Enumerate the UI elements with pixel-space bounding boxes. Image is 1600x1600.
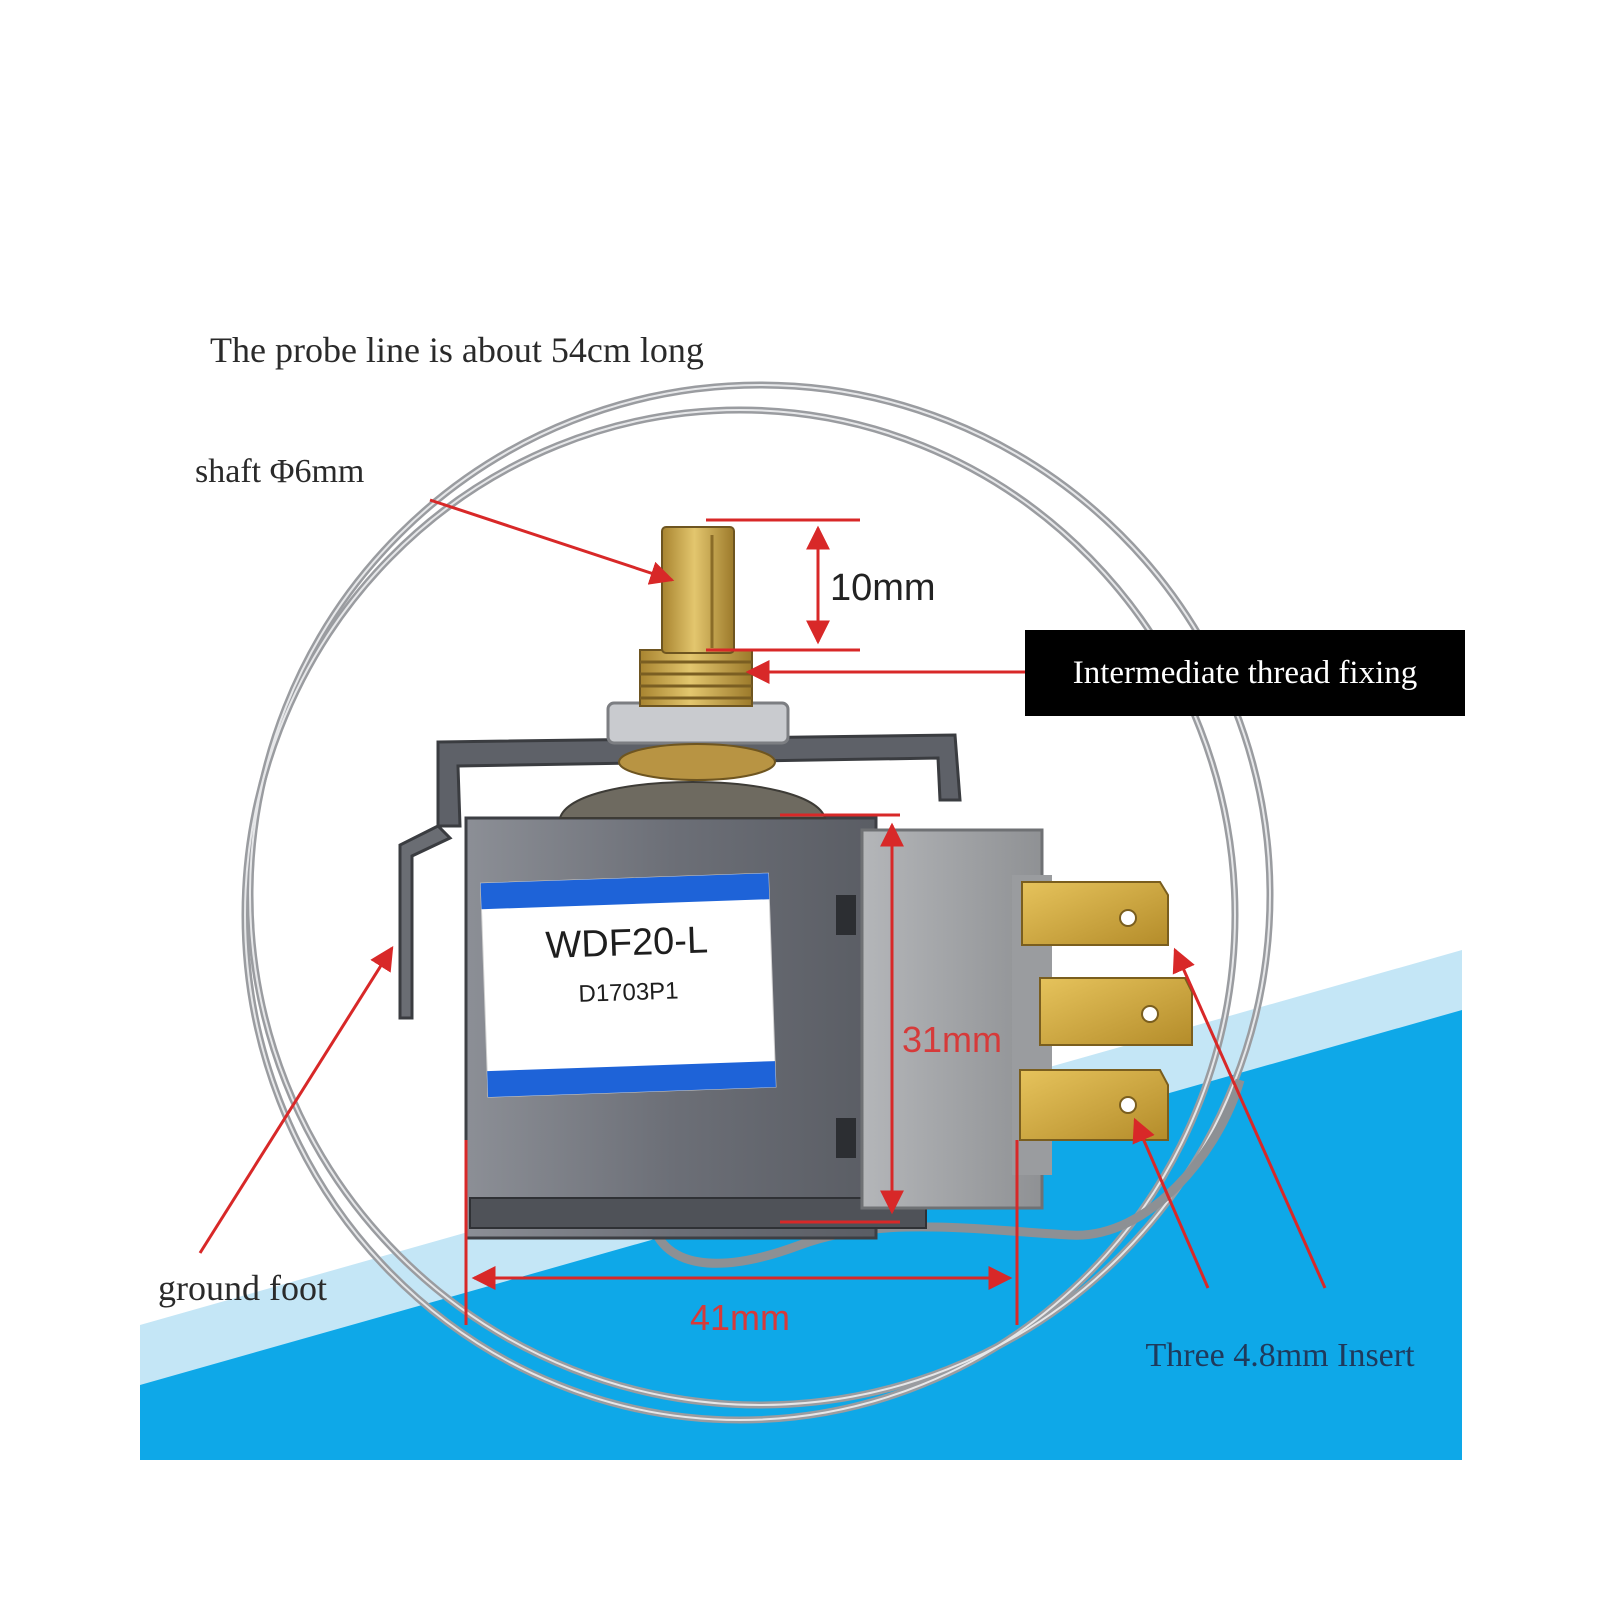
shaft-length-label: 10mm [830,567,936,609]
model-number: WDF20-L [545,919,709,967]
product-code: D1703P1 [578,977,679,1007]
insert-arrow-1 [1172,947,1327,1289]
housing-dome [558,781,827,819]
probe-line-highlight [244,384,1271,1421]
thread-lines [640,660,752,700]
capillary-tail [645,1078,1245,1268]
shaft-arrow [429,498,675,585]
shaft-label: shaft Φ6mm [195,453,364,490]
height-label: 31mm [902,1019,1002,1060]
insert-arrow-2 [1132,1117,1210,1289]
annotation-lines [198,498,1327,1325]
product-label-sticker: WDF20-L D1703P1 [480,872,777,1098]
hex-nut [606,701,790,745]
probe-line-label: The probe line is about 54cm long [210,330,704,370]
spade-terminal-bottom [1019,1069,1169,1141]
brass-washer [618,743,776,781]
housing-slot [836,895,856,935]
spade-terminal-top [1021,881,1169,946]
mounting-bracket [398,733,962,1020]
label-stripe-top [480,873,770,910]
ground-foot-arrow [198,945,394,1254]
label-stripe-bottom [487,1061,776,1098]
inserts-label: Three 4.8mm Insert [1145,1337,1415,1374]
shaft [661,526,735,654]
spade-terminal-middle [1039,977,1193,1046]
width-label: 41mm [690,1297,790,1338]
thread-label-box [1025,630,1465,716]
ground-foot-label: ground foot [158,1268,327,1308]
thread-label: Intermediate thread fixing [1073,655,1418,691]
ground-foot-tab [398,824,453,1020]
housing-slot-lower [836,1118,856,1158]
